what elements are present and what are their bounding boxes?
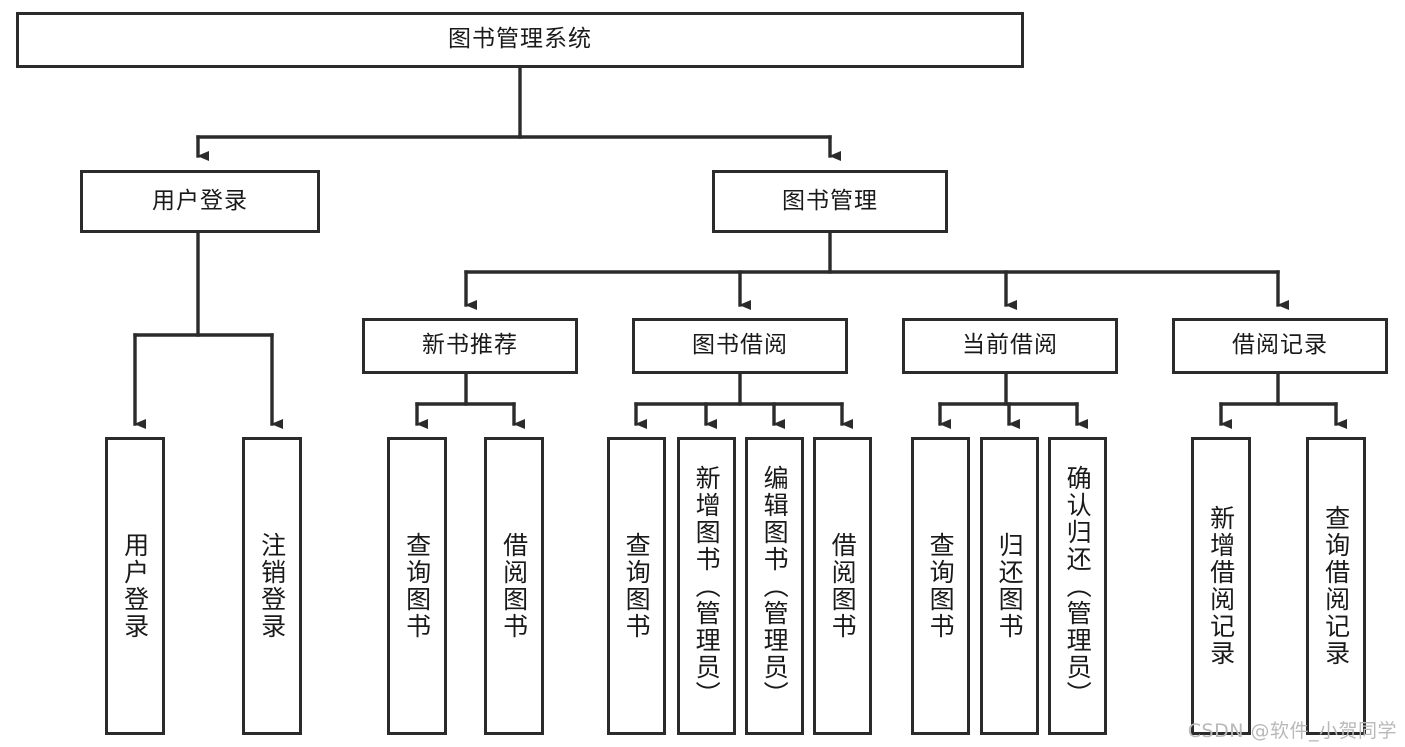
node-book-management-label: 图书管理 [782, 187, 878, 214]
node-user-login[interactable]: 用户登录 [80, 170, 320, 233]
leaf-confirm-return-admin[interactable]: 确认归还（管理员） [1048, 437, 1107, 735]
leaf-query-borrow-record[interactable]: 查询借阅记录 [1306, 437, 1366, 735]
leaf-borrow-book-recommend[interactable]: 借阅图书 [484, 437, 544, 735]
node-borrow-record-label: 借阅记录 [1232, 332, 1328, 359]
leaf-borrow-book[interactable]: 借阅图书 [813, 437, 872, 735]
node-book-management[interactable]: 图书管理 [712, 170, 948, 233]
leaf-edit-book-admin-label: 编辑图书（管理员） [760, 464, 790, 708]
leaf-edit-book-admin[interactable]: 编辑图书（管理员） [745, 437, 804, 735]
leaf-query-borrow-record-label: 查询借阅记录 [1321, 505, 1351, 667]
node-book-borrow-label: 图书借阅 [692, 332, 788, 359]
leaf-user-login[interactable]: 用户登录 [105, 437, 165, 735]
leaf-add-book-admin[interactable]: 新增图书（管理员） [677, 437, 736, 735]
leaf-logout[interactable]: 注销登录 [242, 437, 302, 735]
leaf-add-borrow-record-label: 新增借阅记录 [1206, 505, 1236, 667]
node-root[interactable]: 图书管理系统 [16, 12, 1024, 68]
leaf-query-book-recommend-label: 查询图书 [402, 532, 432, 640]
leaf-query-book-borrow-label: 查询图书 [622, 532, 652, 640]
leaf-add-book-admin-label: 新增图书（管理员） [692, 464, 722, 708]
leaf-query-book-recommend[interactable]: 查询图书 [387, 437, 447, 735]
node-current-borrow-label: 当前借阅 [962, 332, 1058, 359]
leaf-query-book-current[interactable]: 查询图书 [911, 437, 970, 735]
leaf-borrow-book-label: 借阅图书 [828, 532, 858, 640]
leaf-return-book[interactable]: 归还图书 [980, 437, 1039, 735]
leaf-logout-label: 注销登录 [257, 532, 287, 640]
node-root-label: 图书管理系统 [448, 26, 592, 53]
node-current-borrow[interactable]: 当前借阅 [902, 318, 1118, 374]
leaf-add-borrow-record[interactable]: 新增借阅记录 [1191, 437, 1251, 735]
node-borrow-record[interactable]: 借阅记录 [1172, 318, 1388, 374]
node-new-book-recommend-label: 新书推荐 [422, 332, 518, 359]
leaf-user-login-label: 用户登录 [120, 532, 150, 640]
leaf-query-book-current-label: 查询图书 [926, 532, 956, 640]
node-new-book-recommend[interactable]: 新书推荐 [362, 318, 578, 374]
leaf-query-book-borrow[interactable]: 查询图书 [607, 437, 666, 735]
watermark: CSDN @软件_小贺同学 [1187, 720, 1397, 742]
leaf-return-book-label: 归还图书 [995, 532, 1025, 640]
leaf-borrow-book-recommend-label: 借阅图书 [499, 532, 529, 640]
node-user-login-label: 用户登录 [152, 187, 248, 214]
leaf-confirm-return-admin-label: 确认归还（管理员） [1063, 464, 1093, 708]
node-book-borrow[interactable]: 图书借阅 [632, 318, 848, 374]
